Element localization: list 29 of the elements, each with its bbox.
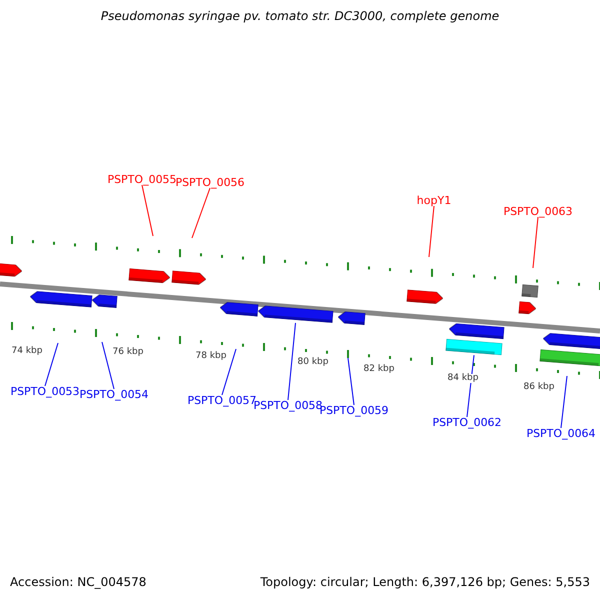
leader-line: [222, 348, 236, 396]
gene-label: PSPTO_0062: [432, 417, 502, 428]
leader-line: [288, 322, 296, 400]
scale-label: 86 kbp: [522, 383, 556, 392]
scale-label: 78 kbp: [194, 352, 228, 361]
leader-line: [44, 342, 58, 386]
leader-line: [560, 376, 568, 428]
leader-line: [142, 184, 154, 236]
genome-summary: Topology: circular; Length: 6,397,126 bp; Genes: 5,553: [260, 576, 590, 588]
leader-line: [466, 354, 474, 418]
scale-label: 84 kbp: [446, 374, 480, 383]
scale-label: 74 kbp: [10, 347, 44, 356]
gene-label: PSPTO_0055: [107, 174, 177, 185]
gene-label: PSPTO_0056: [175, 177, 245, 188]
title: Pseudomonas syringae pv. tomato str. DC3000, complete genome: [100, 10, 500, 22]
scale-label: 80 kbp: [296, 358, 330, 367]
leader-line: [428, 206, 434, 258]
scale-label: 82 kbp: [362, 365, 396, 374]
gene-label: PSPTO_0064: [526, 428, 596, 439]
scale-label: 76 kbp: [112, 348, 144, 357]
leader-line: [192, 188, 210, 238]
gene-label: PSPTO_0054: [79, 389, 149, 400]
leader-line: [532, 216, 538, 268]
leader-line: [102, 342, 114, 390]
gene-label: PSPTO_0063: [503, 206, 573, 217]
accession-label: Accession: NC_004578: [10, 576, 146, 588]
leader-line: [348, 358, 354, 406]
gene-label: PSPTO_0053: [10, 386, 80, 397]
gene-label: hopY1: [416, 195, 452, 206]
